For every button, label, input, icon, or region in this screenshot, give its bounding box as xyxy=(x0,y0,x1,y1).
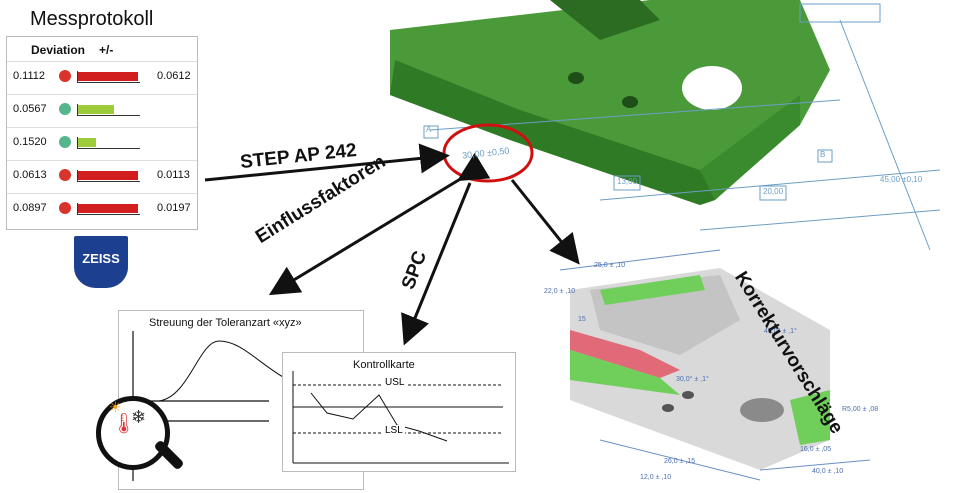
correction-dimension-label: 30,0° ± ,1° xyxy=(676,376,709,383)
lsl-label: LSL xyxy=(383,425,405,436)
deviation-value: 0.0197 xyxy=(157,202,191,214)
header-deviation: Deviation xyxy=(31,43,86,57)
deviation-value: 0.0612 xyxy=(157,70,191,82)
control-chart-title: Kontrollkarte xyxy=(353,359,415,371)
dimension-label: 45,00 ±0,10 xyxy=(880,175,923,184)
measured-value: 0.0897 xyxy=(13,202,47,214)
measured-value: 0.1520 xyxy=(13,136,47,148)
measured-value: 0.0613 xyxy=(13,169,47,181)
protocol-row: 0.1112 0.0612 xyxy=(7,61,197,92)
correction-dimension-label: 22,0 ± ,10 xyxy=(544,288,576,295)
zeiss-logo: ZEISS xyxy=(74,236,128,288)
protocol-row: 0.1520 xyxy=(7,127,197,158)
arrow-spc xyxy=(401,182,472,346)
deviation-bar xyxy=(77,203,140,215)
header-plus-minus: +/- xyxy=(99,43,114,57)
dimension-label: A xyxy=(426,125,432,134)
protocol-row: 0.0613 0.0113 xyxy=(7,160,197,191)
status-dot xyxy=(59,202,71,214)
status-dot xyxy=(59,169,71,181)
magnifier-icon: 🌡 ❄ ☀ xyxy=(96,396,170,470)
measured-value: 0.1112 xyxy=(13,70,46,82)
protocol-title: Messprotokoll xyxy=(30,8,154,30)
protocol-row: 0.0897 0.0197 xyxy=(7,193,197,224)
protocol-row: 0.0567 xyxy=(7,94,197,125)
correction-dimension-label: 26,0 ± ,15 xyxy=(664,458,696,465)
measured-value: 0.0567 xyxy=(13,103,47,115)
status-dot xyxy=(59,70,71,82)
cad-model-top xyxy=(390,0,941,251)
correction-dimension-label: 16,0 ± ,05 xyxy=(800,446,832,453)
distribution-title: Streuung der Toleranzart «xyz» xyxy=(149,317,302,329)
deviation-bar xyxy=(77,170,140,182)
correction-dimension-label: 45,0° ± ,1° xyxy=(764,328,797,335)
deviation-bar xyxy=(77,137,140,149)
deviation-bar xyxy=(77,104,140,116)
snowflake-icon: ❄ xyxy=(131,407,147,427)
correction-dimension-label: 12,0 ± ,10 xyxy=(640,474,672,481)
thermometer-icon: 🌡 xyxy=(111,413,137,435)
deviation-bar xyxy=(77,71,140,83)
correction-dimension-label: 15 xyxy=(578,316,586,323)
protocol-table: Deviation +/- 0.1112 0.0612 0.0567 0.1520 0.… xyxy=(6,36,198,230)
usl-label: USL xyxy=(383,377,407,388)
arrow-corrections xyxy=(510,179,580,265)
dimension-label: 20,00 xyxy=(763,187,784,196)
correction-dimension-label: R5,00 ± ,08 xyxy=(842,406,879,413)
correction-dimension-label: 40,0 ± ,10 xyxy=(812,468,844,475)
deviation-value: 0.0113 xyxy=(157,169,190,181)
status-dot xyxy=(59,103,71,115)
correction-dimension-label: 25,0 ± ,10 xyxy=(594,262,626,269)
cad-model-corrections xyxy=(559,249,871,481)
control-chart-panel: Kontrollkarte USL LSL xyxy=(282,352,516,472)
status-dot xyxy=(59,136,71,148)
dimension-label: 13,00 xyxy=(617,177,638,186)
dimension-label: B xyxy=(820,150,826,159)
arrow-influence xyxy=(268,152,491,296)
sun-icon: ☀ xyxy=(109,399,122,415)
